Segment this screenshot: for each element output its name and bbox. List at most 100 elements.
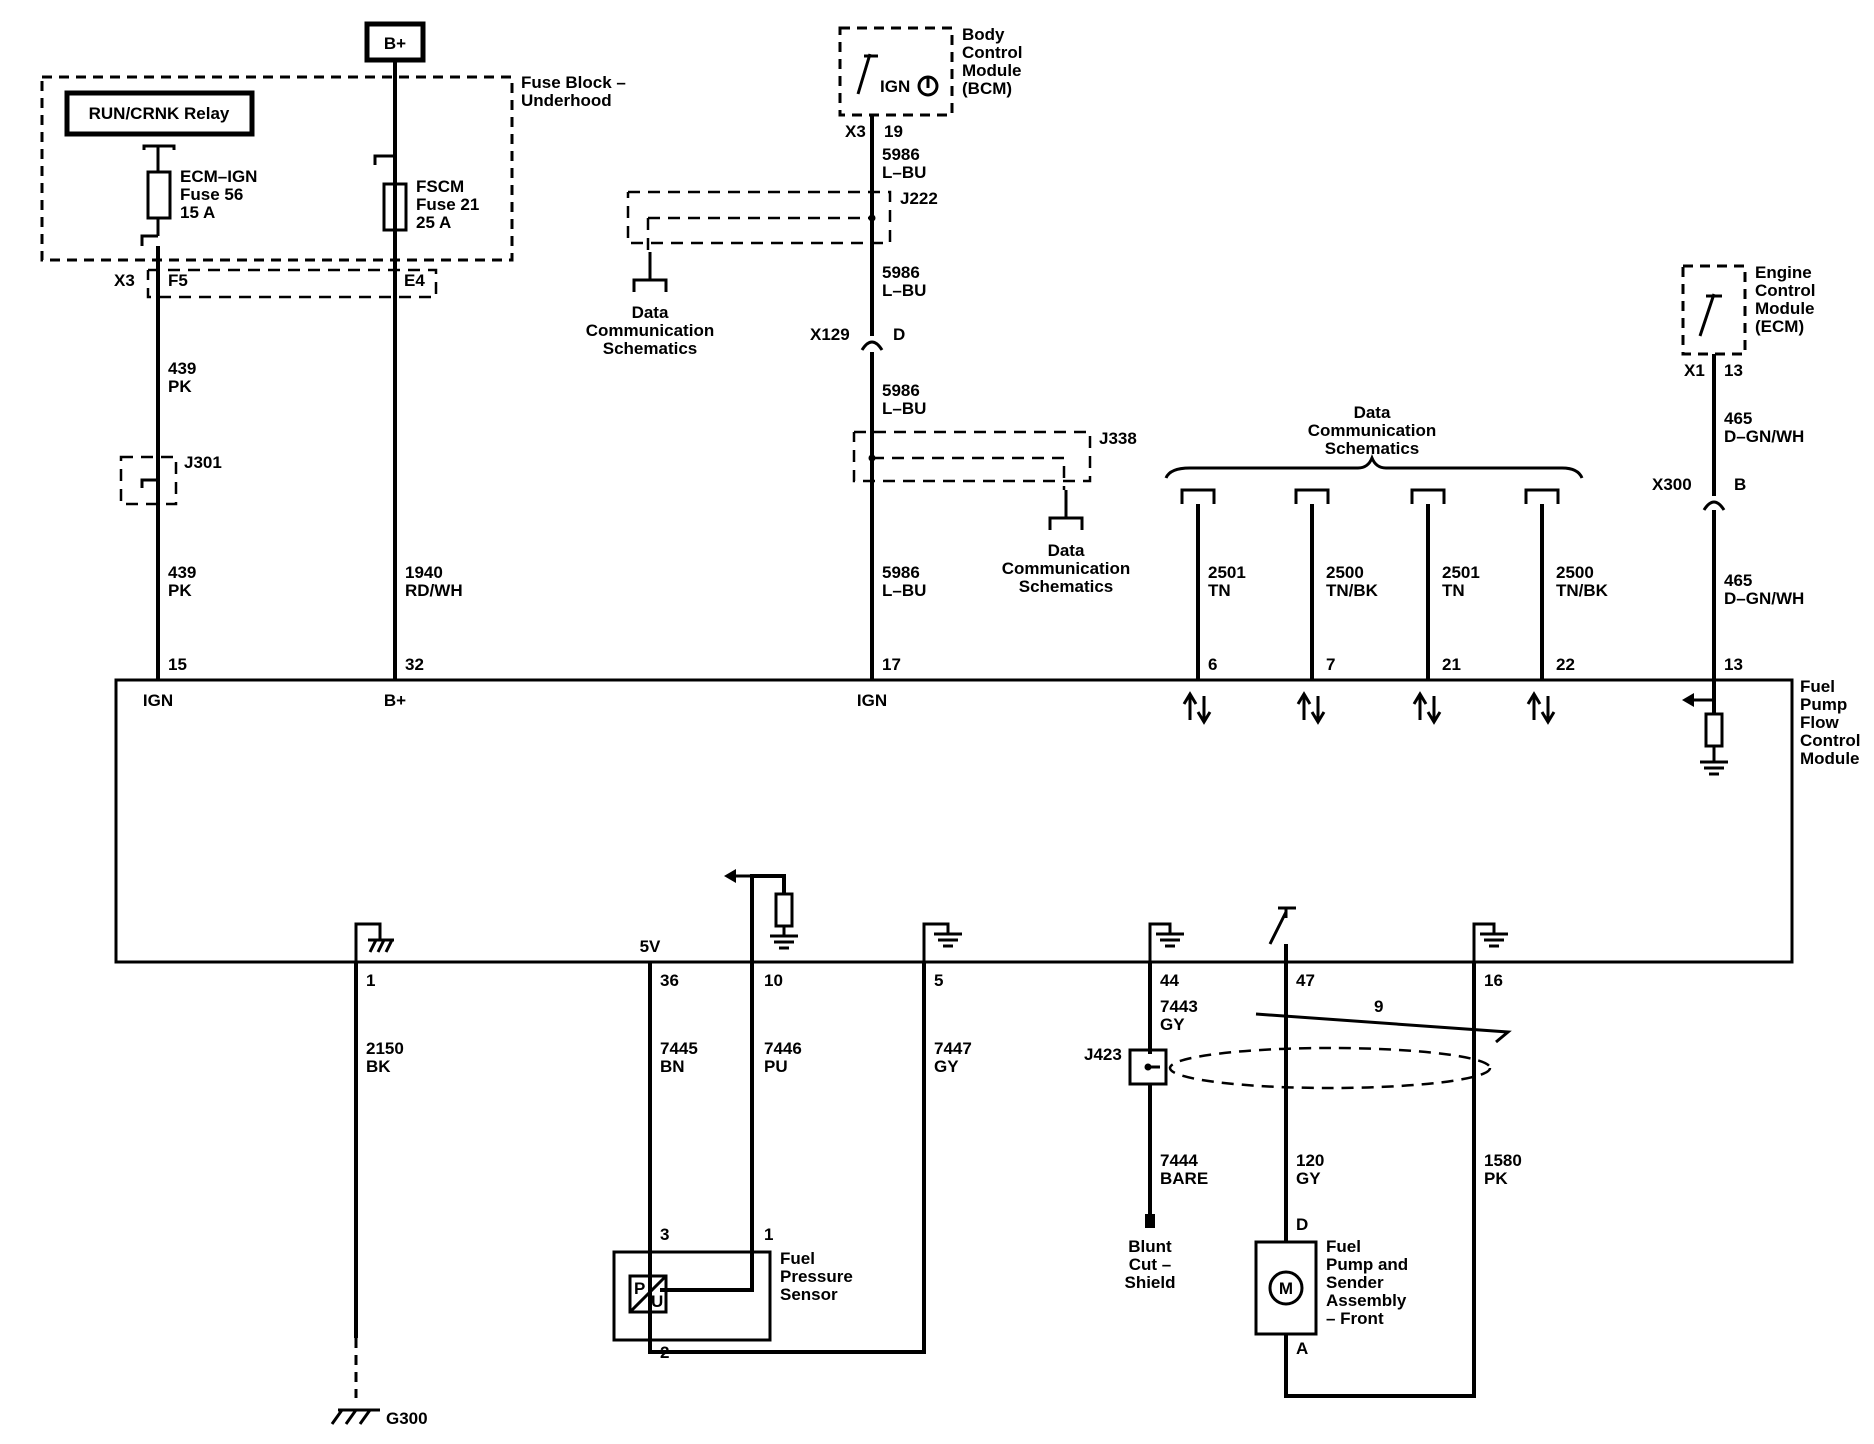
w465b-color: D–GN/WH [1724, 589, 1804, 608]
dcs1-l1: Data [632, 303, 669, 322]
w2500a-color: TN/BK [1326, 581, 1379, 600]
w5986-a-num: 5986 [882, 145, 920, 164]
dcs2-l3: Schematics [1019, 577, 1114, 596]
pin44-ground-icon [1148, 922, 1184, 962]
pin-22: 22 [1556, 655, 1575, 674]
pump-label-5: – Front [1326, 1309, 1384, 1328]
w7444-num: 7444 [1160, 1151, 1198, 1170]
wire-7446-pu [660, 962, 754, 1292]
dcs2-l1: Data [1048, 541, 1085, 560]
w2500b-num: 2500 [1556, 563, 1594, 582]
j222-splice [626, 190, 892, 245]
pin-17: 17 [882, 655, 901, 674]
pin-32: 32 [405, 655, 424, 674]
blunt-label-2: Cut – [1129, 1255, 1172, 1274]
w7445-num: 7445 [660, 1039, 698, 1058]
w465a-color: D–GN/WH [1724, 427, 1804, 446]
twist-label: 9 [1374, 997, 1383, 1016]
ecm-fuse-label-1: ECM–IGN [180, 167, 257, 186]
fps-pin3: 3 [660, 1225, 669, 1244]
fps-label-2: Pressure [780, 1267, 853, 1286]
fps-pin1: 1 [764, 1225, 773, 1244]
w439a-color: PK [168, 377, 192, 396]
pin-10: 10 [764, 971, 783, 990]
j222-label: J222 [900, 189, 938, 208]
pin-13: 13 [1724, 655, 1743, 674]
j338-splice [852, 430, 1092, 483]
w2150-num: 2150 [366, 1039, 404, 1058]
module-ign-1: IGN [143, 691, 173, 710]
pin5-ground-icon [922, 922, 962, 962]
j301-label: J301 [184, 453, 222, 472]
fps-label-1: Fuel [780, 1249, 815, 1268]
pin-7: 7 [1326, 655, 1335, 674]
j423-label: J423 [1084, 1045, 1122, 1064]
fscm-fuse-label-3: 25 A [416, 213, 451, 232]
dcs-connector-2 [1048, 516, 1084, 530]
module-5v-label: 5V [640, 937, 661, 956]
ecm-label-1: Engine [1755, 263, 1812, 282]
pin16-ground-icon [1472, 922, 1508, 962]
ecm-fuse-label-2: Fuse 56 [180, 185, 243, 204]
dcs1-l3: Schematics [603, 339, 698, 358]
blunt-label-1: Blunt [1128, 1237, 1172, 1256]
dcs1-l2: Communication [586, 321, 714, 340]
bcm-x3-label: X3 [845, 122, 866, 141]
w1580-num: 1580 [1484, 1151, 1522, 1170]
bcm-label-4: (BCM) [962, 79, 1012, 98]
dcs3-l1: Data [1354, 403, 1391, 422]
w439b-color: PK [168, 581, 192, 600]
module-ign-2: IGN [857, 691, 887, 710]
motor-icon [1268, 1270, 1304, 1306]
pin10-pullup [724, 869, 798, 962]
x3-connector [146, 268, 438, 299]
dcs3-l2: Communication [1308, 421, 1436, 440]
w2501a-num: 2501 [1208, 563, 1246, 582]
blunt-label-3: Shield [1124, 1273, 1175, 1292]
module-bplus: B+ [384, 691, 406, 710]
w1580-color: PK [1484, 1169, 1508, 1188]
bcm-label-3: Module [962, 61, 1022, 80]
fscm-fuse-label-2: Fuse 21 [416, 195, 479, 214]
wire-7445-7447 [648, 962, 926, 1354]
w7447-color: GY [934, 1057, 959, 1076]
x300-connector [1702, 500, 1726, 511]
engine-control-module [1681, 264, 1747, 356]
fuel-pressure-sensor [612, 1250, 772, 1342]
w7447-num: 7447 [934, 1039, 972, 1058]
w2500a-num: 2500 [1326, 563, 1364, 582]
ecm-pin13-label: 13 [1724, 361, 1743, 380]
w2501b-num: 2501 [1442, 563, 1480, 582]
w439a-num: 439 [168, 359, 196, 378]
bcm-label-1: Body [962, 25, 1005, 44]
w2500b-color: TN/BK [1556, 581, 1609, 600]
fuse-block-label-1: Fuse Block – [521, 73, 626, 92]
dcs2-l2: Communication [1002, 559, 1130, 578]
relay-label: RUN/CRNK Relay [89, 104, 230, 123]
body-control-module [838, 26, 954, 117]
pump-label-2: Pump and [1326, 1255, 1408, 1274]
w120-num: 120 [1296, 1151, 1324, 1170]
pump-pin-a: A [1296, 1339, 1308, 1358]
w2501b-color: TN [1442, 581, 1465, 600]
fscm-fuse-21 [382, 182, 408, 232]
ecm-label-2: Control [1755, 281, 1815, 300]
fscm-fuse-label-1: FSCM [416, 177, 464, 196]
fpfcm-label-3: Flow [1800, 713, 1839, 732]
w5986-c-color: L–BU [882, 399, 926, 418]
pump-label-1: Fuel [1326, 1237, 1361, 1256]
pin-21: 21 [1442, 655, 1461, 674]
dcs3-l3: Schematics [1325, 439, 1420, 458]
fuel-pump-sender-assembly [1254, 1240, 1318, 1336]
w5986-d-num: 5986 [882, 563, 920, 582]
g300-chassis-ground-icon [330, 1408, 380, 1425]
twist-indicator [1255, 1012, 1512, 1044]
bcm-pin19-label: 19 [884, 122, 903, 141]
pin-47: 47 [1296, 971, 1315, 990]
w5986-b-color: L–BU [882, 281, 926, 300]
w5986-c-num: 5986 [882, 381, 920, 400]
pin47-switch-icon [1268, 906, 1296, 945]
w120-color: GY [1296, 1169, 1321, 1188]
